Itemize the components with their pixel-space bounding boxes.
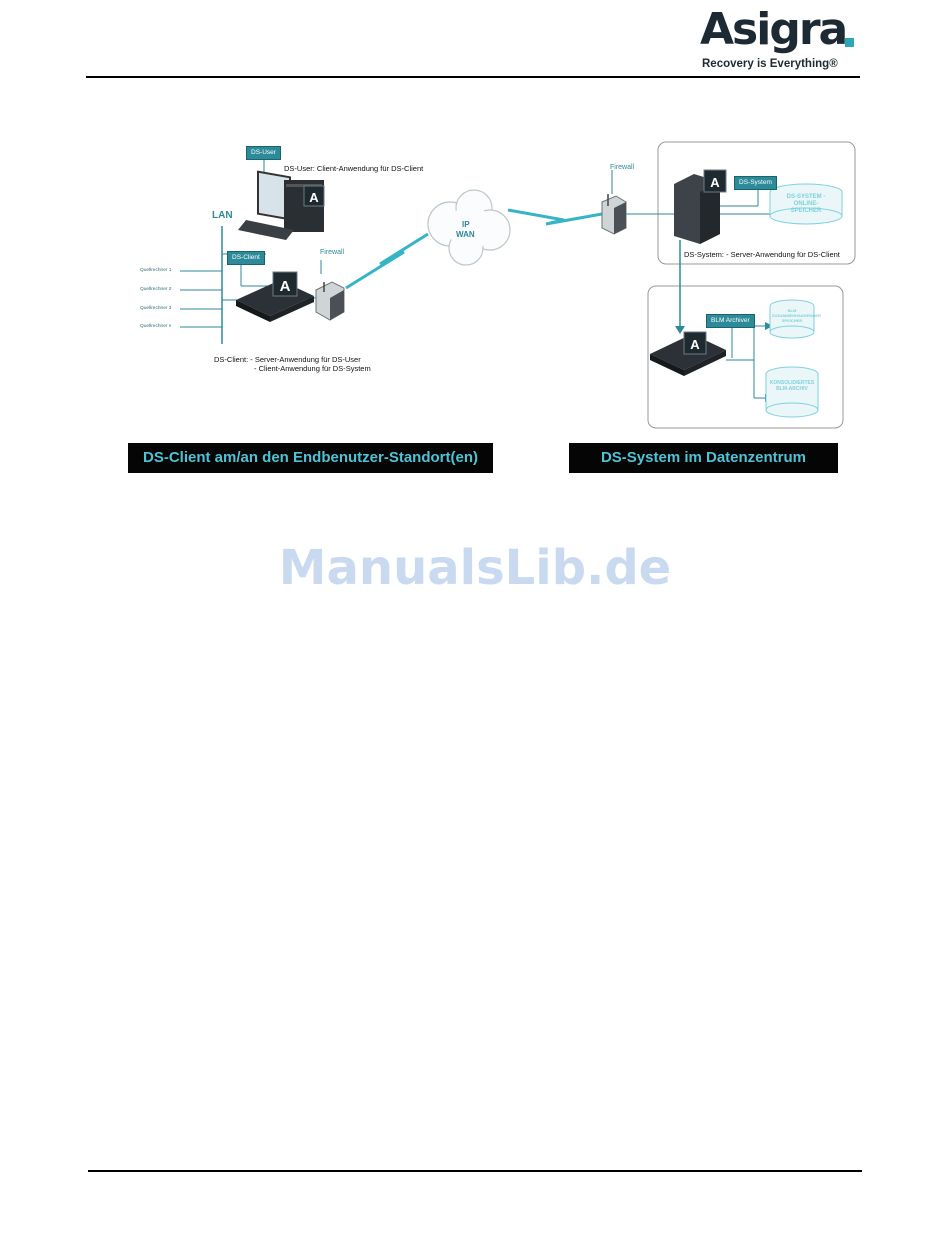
blm-store-label: BLM ZUSAMMENHANGENDER SPEICHER <box>772 308 821 323</box>
footer-rule <box>88 1170 862 1172</box>
architecture-diagram: A A A <box>118 130 862 486</box>
caption-left: DS-Client am/an den Endbenutzer-Standort… <box>128 443 493 473</box>
svg-text:A: A <box>280 278 291 295</box>
cloud-line-2: WAN <box>456 230 475 239</box>
firewall-left-label: Firewall <box>320 249 345 256</box>
header-rule <box>86 76 860 78</box>
ds-client-desc-1: DS-Client: - Server-Anwendung für DS-Use… <box>214 355 361 364</box>
source-n: Quellrechner n <box>140 324 172 329</box>
ds-user-tag: DS-User <box>246 146 281 160</box>
blm-archive-label: KONSOLIDIERTES BLM-ARCHIV <box>769 380 815 392</box>
diagram-graphics: A A A <box>180 141 856 429</box>
asigra-logo: Asigra Recovery is Everything® <box>700 4 856 74</box>
svg-text:A: A <box>690 337 700 352</box>
cloud-line-1: IP <box>462 220 470 229</box>
blm-archiver-tag: BLM Archiver <box>706 314 755 328</box>
keyboard <box>238 220 294 240</box>
source-1: Quellrechner 1 <box>140 268 172 273</box>
logo-word: Asigra <box>700 4 848 55</box>
ip-wan-cloud <box>427 189 511 266</box>
caption-right: DS-System im Datenzentrum <box>569 443 838 473</box>
ds-system-tag: DS-System <box>734 176 777 190</box>
watermark: ManualsLib.de <box>278 540 672 596</box>
online-store-label: DS-SYSTEM -ONLINE- SPEICHER <box>786 194 826 214</box>
logo-dot <box>845 38 854 47</box>
wan-link-left <box>345 232 429 290</box>
wan-link-right <box>507 208 603 226</box>
lan-label: LAN <box>212 210 233 221</box>
source-3: Quellrechner 3 <box>140 306 172 311</box>
source-2: Quellrechner 2 <box>140 287 172 292</box>
ds-user-desc: DS-User: Client-Anwendung für DS-Client <box>284 164 424 173</box>
logo-tagline: Recovery is Everything® <box>702 58 838 70</box>
firewall-right-label: Firewall <box>610 164 635 171</box>
svg-text:A: A <box>710 175 720 190</box>
ds-system-desc: DS-System: - Server-Anwendung für DS-Cli… <box>684 250 840 259</box>
ds-client-desc-2: - Client-Anwendung für DS-System <box>254 364 371 373</box>
svg-text:A: A <box>309 190 319 205</box>
ds-client-tag: DS-Client <box>227 251 265 265</box>
